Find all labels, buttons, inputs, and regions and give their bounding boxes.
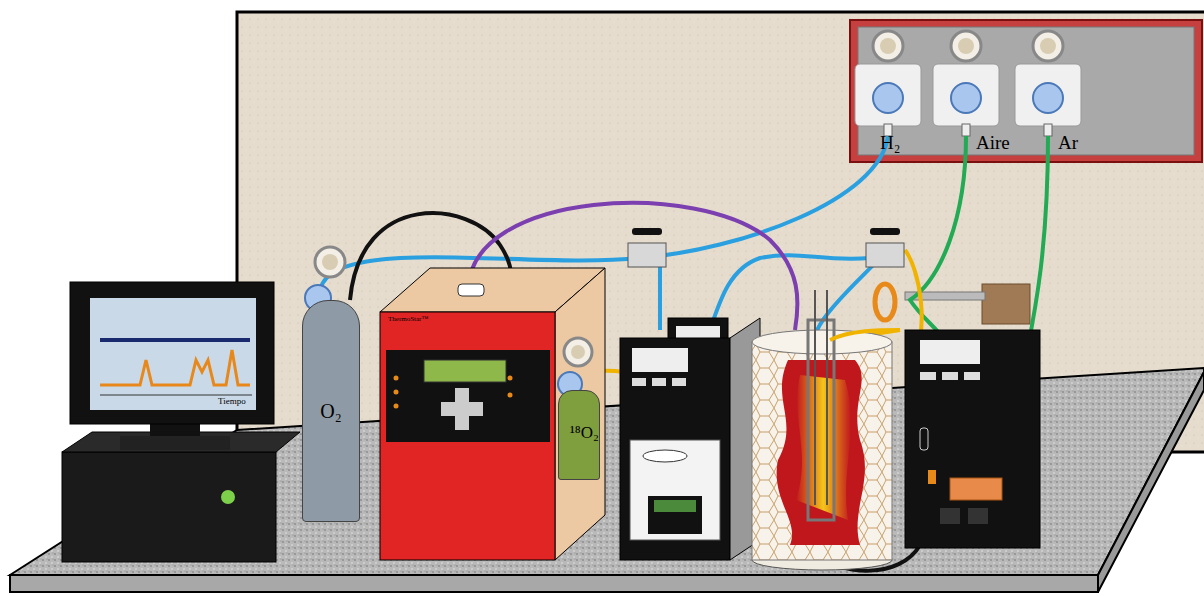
cylinder-label: ¹⁸O₂ (570, 423, 599, 443)
controllers (620, 318, 1040, 560)
gas-cylinder: ¹⁸O₂ (558, 390, 600, 480)
gas-label: Ar (1058, 133, 1078, 152)
gas-panel (850, 20, 1202, 162)
gas-label: H₂ (880, 133, 900, 152)
mass-spectrometer (380, 268, 605, 560)
device-brand: ThermoStar™ (388, 316, 428, 323)
regulators (855, 31, 1081, 136)
axis-label: Tiempo (218, 397, 246, 406)
gas-label: Aire (976, 133, 1010, 152)
gas-cylinder: O₂ (302, 300, 360, 522)
gas-tubes (320, 136, 1048, 571)
cylinder-label: O₂ (320, 400, 341, 423)
computer (62, 282, 300, 562)
